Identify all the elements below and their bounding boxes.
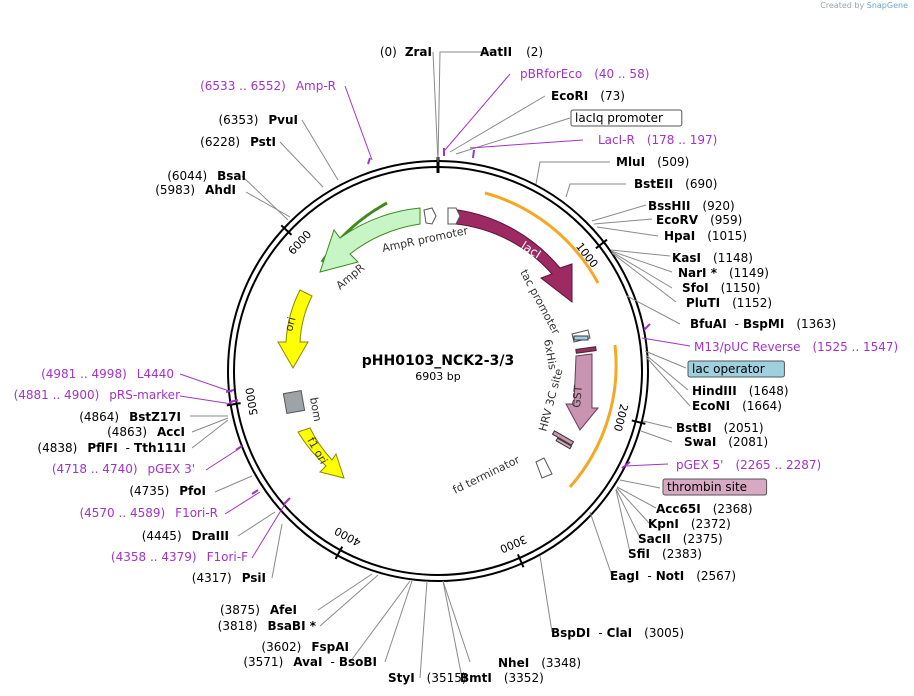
label-aatii[interactable]: AatII(2) <box>480 45 543 59</box>
primer-label[interactable]: pBRforEco(40 .. 58) <box>520 67 649 81</box>
enzyme-label[interactable]: BstEII(690) <box>634 177 717 191</box>
fd-terminator-label: fd terminator <box>451 453 523 497</box>
scale-tick-label: 3000 <box>498 532 529 555</box>
enzyme-label[interactable]: SfiI(2383) <box>628 547 702 561</box>
lacIq-promoter-arrow[interactable] <box>447 207 461 225</box>
scale-tick-mark <box>516 553 525 568</box>
enzyme-label[interactable]: NarI *(1149) <box>678 266 769 280</box>
fd-terminator-feature[interactable] <box>535 457 553 479</box>
f1-ori-label: f1 ori <box>304 435 330 466</box>
lac-operator-mark <box>573 335 589 341</box>
ori-label: ori <box>282 316 298 333</box>
scale-tick-mark <box>280 224 293 236</box>
enzyme-label[interactable]: (3571)AvaI-BsoBI <box>243 655 377 669</box>
enzyme-label[interactable]: BmtI(3352) <box>460 671 544 685</box>
enzyme-label[interactable]: BspDI-ClaI(3005) <box>551 626 684 640</box>
enzyme-label[interactable]: BstBI(2051) <box>676 421 764 435</box>
enzyme-label[interactable]: SwaI(2081) <box>684 435 768 449</box>
lacI-cds-arc <box>484 191 600 284</box>
annotation-labels: (0)ZraI AatII(2) pBRforEco(40 .. 58) EcoRI(… <box>14 45 899 685</box>
plasmid-name: pHH0103_NCK2-3/3 <box>362 353 514 369</box>
gst-cds-arc <box>568 344 618 488</box>
primer-label[interactable]: M13/pUC Reverse(1525 .. 1547) <box>694 340 898 354</box>
snapgene-branding: Created by SnapGene <box>820 1 908 10</box>
plasmid-length: 6903 bp <box>415 370 460 383</box>
primer-label[interactable]: (4881 .. 4900)pRS-marker <box>14 388 180 402</box>
snapgene-logo-text: SnapGene <box>866 1 908 10</box>
enzyme-label[interactable]: (4863)AccI <box>107 425 185 439</box>
enzyme-label[interactable]: EcoNI(1664) <box>692 399 782 413</box>
scale-tick-label: 5000 <box>243 387 260 417</box>
enzyme-label[interactable]: (3875)AfeI <box>220 603 297 617</box>
enzyme-label[interactable]: (3818)BsaBI * <box>218 619 317 633</box>
enzyme-label[interactable]: SacII(2375) <box>638 532 723 546</box>
enzyme-label[interactable]: (4445)DraIII <box>142 529 229 543</box>
ampr-promoter-arrow[interactable] <box>423 207 437 225</box>
scale-tick-mark <box>226 402 241 407</box>
scale-tick-mark <box>595 238 608 250</box>
enzyme-label[interactable]: (5983)AhdI <box>155 183 236 197</box>
lacI-feature-arrow[interactable] <box>455 209 573 304</box>
label-connectors <box>179 51 691 679</box>
created-by-text: Created by <box>820 1 865 10</box>
bom-feature[interactable] <box>282 390 306 414</box>
feature-label-box <box>570 109 683 127</box>
enzyme-label[interactable]: (6228)PstI <box>200 135 276 149</box>
primer-site-marks <box>225 148 651 505</box>
gst-label: GST <box>570 385 585 409</box>
gst-feature-arrow[interactable] <box>565 353 600 431</box>
scale-tick-label: 2000 <box>611 402 631 432</box>
enzyme-label[interactable]: EcoRI(73) <box>551 89 625 103</box>
primer-label[interactable]: (4570 .. 4589)F1ori-R <box>79 506 218 520</box>
hrv-site-label: HRV 3C site <box>536 367 565 433</box>
feature-label-box <box>662 478 768 496</box>
primer-label[interactable]: (4981 .. 4998)L4440 <box>41 367 174 381</box>
enzyme-label[interactable]: StyI(3515) <box>388 671 467 685</box>
enzyme-label[interactable]: MluI(509) <box>616 155 689 169</box>
his-tag-feature[interactable] <box>575 346 597 354</box>
label-zrai[interactable]: (0)ZraI <box>380 45 432 59</box>
f1-ori-feature-arrow[interactable] <box>297 427 345 479</box>
primer-label[interactable]: pGEX 5'(2265 .. 2287) <box>676 458 821 472</box>
feature-label[interactable]: lacIq promoter <box>575 111 663 125</box>
feature-label[interactable]: lac operator <box>692 362 765 376</box>
primer-label[interactable]: (4718 .. 4740)pGEX 3' <box>52 462 195 476</box>
his-tag-label: 6xHis <box>541 338 559 371</box>
primer-label[interactable]: LacI-R(178 .. 197) <box>598 133 717 147</box>
feature-label-box <box>687 360 785 378</box>
enzyme-label[interactable]: (4838)PflFI-Tth111I <box>37 441 186 455</box>
enzyme-label[interactable]: EagI-NotI(2567) <box>610 569 736 583</box>
enzyme-label[interactable]: KpnI(2372) <box>648 517 731 531</box>
scale-tick-mark <box>631 419 646 425</box>
enzyme-label[interactable]: (4735)PfoI <box>129 484 206 498</box>
primer-label[interactable]: (4358 .. 4379)F1ori-F <box>111 550 248 564</box>
enzyme-label[interactable]: KasI(1148) <box>672 251 753 265</box>
enzyme-label[interactable]: SfoI(1150) <box>682 281 760 295</box>
enzyme-label[interactable]: HpaI(1015) <box>664 229 747 243</box>
bom-label: bom <box>307 396 324 422</box>
enzyme-label[interactable]: (4864)BstZ17I <box>79 410 181 424</box>
ori-feature-arrow[interactable] <box>277 289 313 370</box>
scale-tick-mark <box>334 546 344 560</box>
enzyme-label[interactable]: (4317)PsiI <box>192 571 266 585</box>
enzyme-label[interactable]: BfuAI-BspMI(1363) <box>690 317 836 331</box>
enzyme-label[interactable]: BssHII(920) <box>648 199 735 213</box>
hrv-site-feature[interactable] <box>551 430 575 446</box>
enzyme-label[interactable]: HindIII(1648) <box>692 384 789 398</box>
enzyme-label[interactable]: (6044)BsaI <box>167 169 246 183</box>
primer-label[interactable]: (6533 .. 6552)Amp-R <box>200 79 336 93</box>
enzyme-label[interactable]: (6353)PvuI <box>218 113 298 127</box>
enzyme-label[interactable]: PluTI(1152) <box>686 296 772 310</box>
thrombin-site-mark <box>555 437 573 450</box>
feature-label[interactable]: thrombin site <box>667 480 747 494</box>
enzyme-label[interactable]: NheI(3348) <box>498 656 581 670</box>
enzyme-label[interactable]: Acc65I(2368) <box>656 502 753 516</box>
scale-tick-label: 4000 <box>332 524 363 549</box>
enzyme-label[interactable]: EcoRV(959) <box>656 213 742 227</box>
enzyme-label[interactable]: (3602)FspAI <box>261 640 349 654</box>
ampr-feature-arrow[interactable] <box>319 207 421 273</box>
